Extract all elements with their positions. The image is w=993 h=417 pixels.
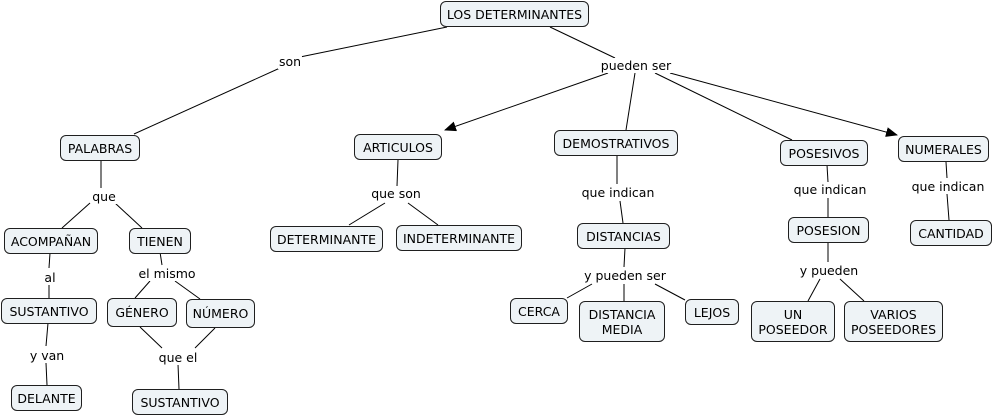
link-label-que-son: que son: [370, 186, 422, 201]
link-label-al: al: [43, 270, 57, 285]
link-line: [133, 67, 281, 135]
concept-determinante[interactable]: DETERMINANTE: [270, 226, 383, 252]
link-line: [114, 202, 143, 229]
concept-tienen[interactable]: TIENEN: [129, 228, 191, 254]
link-line: [619, 200, 624, 224]
link-label-y-van: y van: [28, 348, 66, 363]
link-label-que: que: [91, 189, 117, 204]
concept-posesion[interactable]: POSESION: [788, 217, 869, 243]
concept-distancia-media[interactable]: DISTANCIA MEDIA: [579, 301, 665, 342]
link-line: [134, 280, 151, 299]
link-line: [945, 161, 948, 179]
link-line: [566, 283, 593, 299]
concept-numero[interactable]: NÚMERO: [186, 299, 255, 328]
concept-un-poseedor[interactable]: UN POSEEDOR: [751, 301, 835, 342]
link-line: [48, 252, 51, 269]
link-label-que-indican-posesivos: que indican: [792, 182, 868, 197]
concept-numerales[interactable]: NUMERALES: [898, 136, 989, 162]
link-line: [299, 26, 448, 58]
link-line: [549, 26, 616, 59]
link-line: [45, 362, 48, 386]
link-line: [946, 193, 950, 221]
concept-sustantivo[interactable]: SUSTANTIVO: [1, 298, 97, 324]
link-label-y-pueden: y pueden: [798, 263, 860, 278]
concept-indeterminante[interactable]: INDETERMINANTE: [396, 225, 522, 251]
link-line: [654, 283, 686, 301]
link-line: [654, 72, 793, 141]
concept-genero[interactable]: GÉNERO: [107, 298, 177, 327]
concept-palabras[interactable]: PALABRAS: [60, 135, 140, 161]
link-line: [623, 247, 626, 268]
link-line: [444, 72, 609, 132]
link-line: [159, 251, 163, 266]
link-line: [669, 72, 898, 137]
link-line: [826, 164, 829, 183]
link-line: [348, 202, 386, 226]
concept-cantidad[interactable]: CANTIDAD: [910, 220, 992, 246]
link-label-pueden-ser: pueden ser: [599, 58, 673, 73]
link-line: [407, 202, 439, 226]
link-line: [177, 363, 180, 390]
concept-posesivos[interactable]: POSESIVOS: [780, 140, 868, 166]
link-line: [839, 278, 865, 302]
concept-sustantivo-2[interactable]: SUSTANTIVO: [132, 389, 228, 415]
concept-distancias[interactable]: DISTANCIAS: [577, 223, 670, 249]
link-line: [396, 159, 399, 187]
link-line: [625, 72, 636, 131]
link-label-y-pueden-ser: y pueden ser: [583, 268, 667, 283]
concept-demostrativos[interactable]: DEMOSTRATIVOS: [554, 130, 678, 156]
concept-lejos[interactable]: LEJOS: [685, 299, 739, 325]
link-label-que-indican-demostrativos: que indican: [580, 185, 656, 200]
concept-delante[interactable]: DELANTE: [11, 385, 82, 411]
link-line: [139, 326, 163, 349]
link-line: [194, 327, 216, 349]
concept-articulos[interactable]: ARTICULOS: [354, 134, 442, 160]
link-line: [61, 202, 91, 229]
link-label-que-indican-numerales: que indican: [910, 179, 986, 194]
concept-cerca[interactable]: CERCA: [510, 298, 568, 324]
link-label-que-el: que el: [157, 350, 199, 365]
link-label-el-mismo: el mismo: [137, 266, 197, 281]
link-line: [807, 278, 821, 302]
link-line: [45, 322, 49, 347]
concept-varios-poseedores[interactable]: VARIOS POSEEDORES: [844, 301, 943, 342]
concept-acompanan[interactable]: ACOMPAÑAN: [4, 228, 98, 254]
concept-root[interactable]: LOS DETERMINANTES: [440, 1, 589, 27]
link-label-son: son: [277, 54, 303, 69]
link-line: [174, 280, 201, 300]
